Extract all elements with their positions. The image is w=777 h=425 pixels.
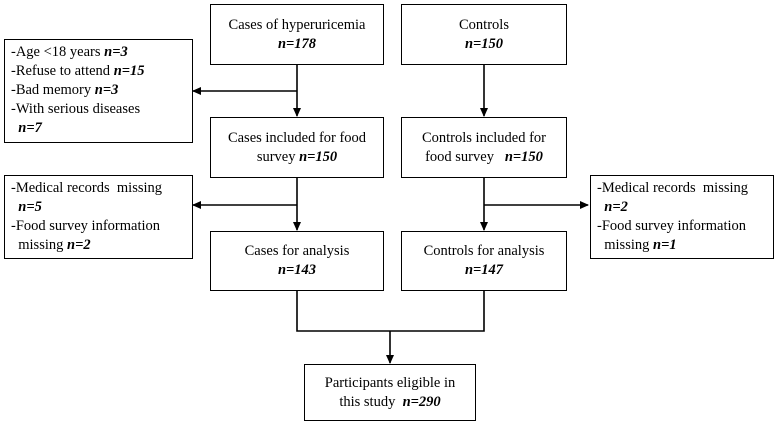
cases-analysis-n: n=143: [277, 262, 317, 278]
exclusion-1-item: -Bad memory n=3: [11, 82, 119, 98]
exclusion-2-item: -Medical records missing: [11, 180, 163, 196]
exclusion-2-item: missing n=2: [11, 237, 91, 253]
exclusion-box-1: -Age <18 years n=3 -Refuse to attend n=1…: [4, 39, 193, 143]
exclusion-1-item: -Refuse to attend n=15: [11, 63, 145, 79]
cases-box: Cases of hyperuricemia n=178: [210, 4, 384, 65]
controls-analysis-n: n=147: [464, 262, 504, 278]
cases-analysis-box: Cases for analysis n=143: [210, 231, 384, 291]
cases-food-survey-box: Cases included for food survey n=150: [210, 117, 384, 178]
exclusion-2-item: -Food survey information: [11, 218, 161, 234]
exclusion-1-item: -With serious diseases: [11, 101, 141, 117]
controls-food-line1: Controls included for: [421, 129, 547, 146]
exclusion-2-item: n=5: [18, 199, 42, 215]
exclusion-1-item: -Age <18 years n=3: [11, 44, 128, 60]
cases-food-line1: Cases included for food: [227, 129, 367, 146]
controls-n: n=150: [464, 35, 504, 52]
exclusion-3-item: n=2: [604, 199, 628, 215]
controls-box: Controls n=150: [401, 4, 567, 65]
cases-food-line2: survey n=150: [256, 148, 338, 165]
exclusion-box-2: -Medical records missing n=5 -Food surve…: [4, 175, 193, 259]
eligible-box: Participants eligible in this study n=29…: [304, 364, 476, 421]
exclusion-3-item: missing n=1: [597, 237, 677, 253]
cases-analysis-label: Cases for analysis: [244, 243, 350, 259]
eligible-line2: this study n=290: [339, 393, 441, 410]
controls-food-survey-box: Controls included for food survey n=150: [401, 117, 567, 178]
exclusion-1-item: n=7: [18, 120, 42, 136]
eligible-line1: Participants eligible in: [324, 374, 456, 391]
exclusion-box-3: -Medical records missing n=2 -Food surve…: [590, 175, 774, 259]
controls-food-line2: food survey n=150: [425, 148, 543, 165]
controls-label: Controls: [459, 16, 509, 33]
cases-label: Cases of hyperuricemia: [228, 16, 366, 33]
merge-connector: [296, 291, 485, 332]
exclusion-3-item: -Food survey information: [597, 218, 747, 234]
controls-analysis-box: Controls for analysis n=147: [401, 231, 567, 291]
controls-analysis-label: Controls for analysis: [423, 243, 545, 259]
cases-n: n=178: [277, 35, 317, 52]
exclusion-3-item: -Medical records missing: [597, 180, 749, 196]
